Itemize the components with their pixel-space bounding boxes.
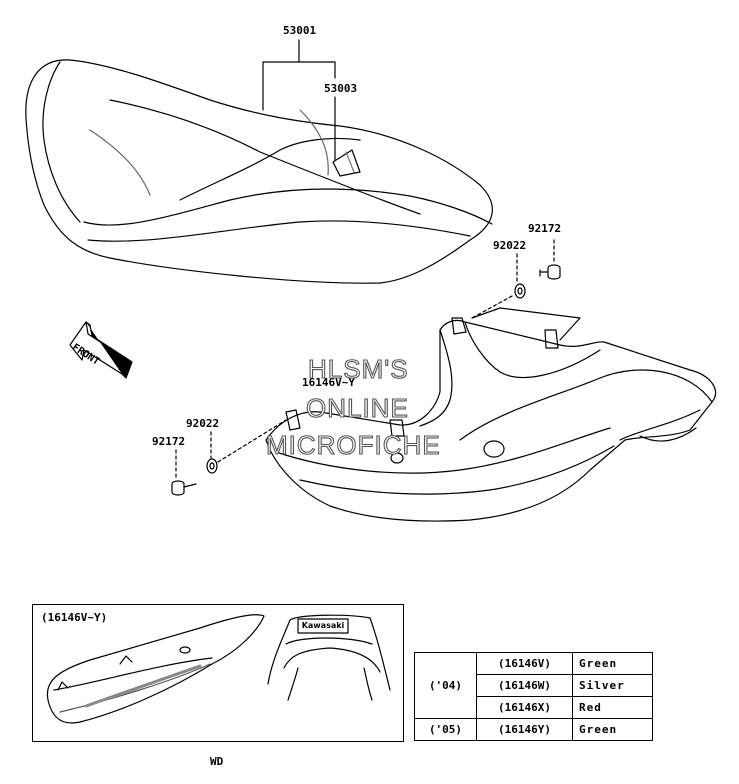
right-fasteners (471, 239, 561, 319)
callout-92172-right: 92172 (528, 222, 562, 235)
color-cell: Silver (572, 674, 653, 697)
watermark-line-1: HLSM'S (307, 353, 409, 384)
part-cell: (16146X) (476, 696, 573, 719)
inset-title: (16146V~Y) (41, 611, 108, 624)
table-row: (16146W) Silver (415, 674, 653, 697)
variant-inset: (16146V~Y) (32, 604, 404, 742)
inset-drawing (46, 614, 391, 724)
part-cell: (16146V) (476, 652, 573, 675)
front-arrow-shape (69, 321, 133, 379)
color-cell: Red (572, 696, 653, 719)
seat-drawing (25, 59, 493, 284)
table-row: ('04) (16146V) Green (414, 652, 653, 719)
table-row: (16146X) Red (415, 696, 653, 719)
year-cell: ('05) (414, 718, 477, 741)
year-cell: ('04) (414, 652, 477, 719)
color-variant-table: ('04) (16146V) Green (16146W) Silver (16… (414, 652, 653, 741)
callout-92022-right: 92022 (493, 239, 527, 252)
left-fasteners (171, 419, 287, 496)
footer-code: WD (210, 755, 224, 768)
table-row: ('05) (16146Y) Green (414, 718, 653, 741)
part-cell: (16146Y) (476, 718, 573, 741)
part-cell: (16146W) (476, 674, 573, 697)
color-cell: Green (572, 718, 653, 741)
color-cell: Green (572, 652, 653, 675)
watermark-line-3: MICROFICHE (265, 429, 441, 460)
callout-16146: 16146V~Y (302, 376, 355, 389)
watermark-line-2: ONLINE (305, 392, 409, 423)
callout-92172-left: 92172 (152, 435, 186, 448)
callout-53003: 53003 (324, 82, 358, 95)
callout-92022-left: 92022 (186, 417, 220, 430)
brand-badge: Kawasaki (301, 621, 345, 630)
callout-53001: 53001 (283, 24, 317, 37)
side-cover-drawing (265, 307, 717, 522)
